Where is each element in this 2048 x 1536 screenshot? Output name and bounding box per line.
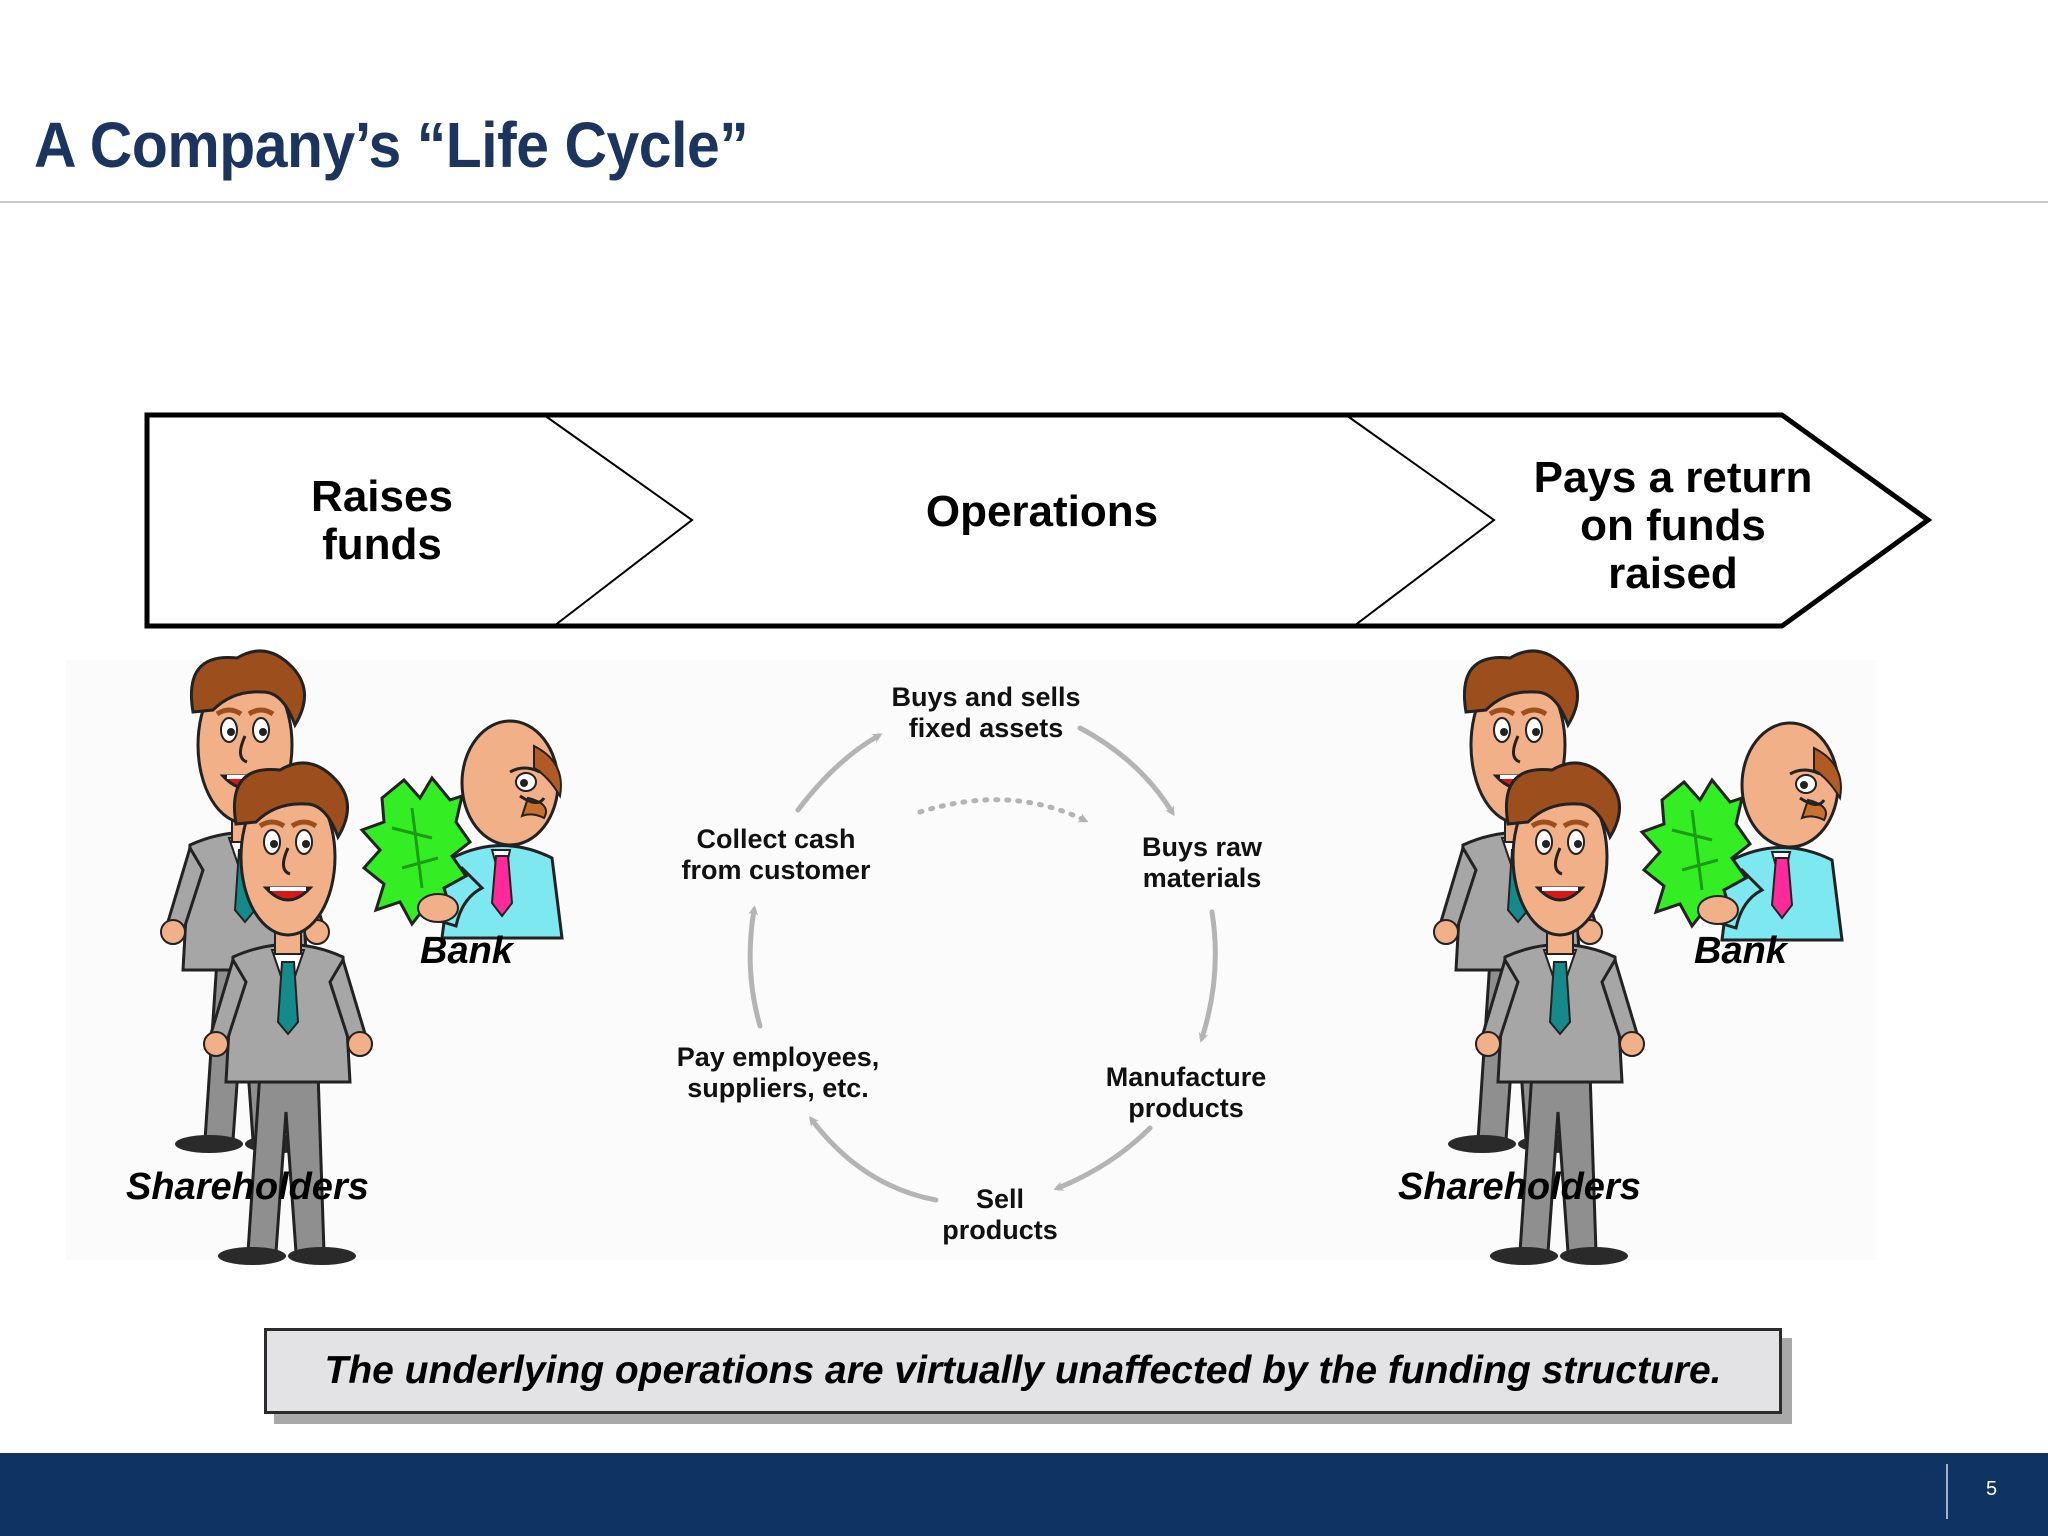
stage-label-line: Raises	[311, 472, 453, 521]
stage-raises-funds: Raises funds	[262, 473, 502, 569]
cycle-item-line: Collect cash	[696, 824, 856, 854]
stage-pays-return: Pays a return on funds raised	[1478, 454, 1868, 598]
cycle-arrow-6	[795, 733, 883, 813]
cycle-item-line: Sell	[975, 1184, 1025, 1214]
cycle-item-line: products	[942, 1215, 1058, 1245]
cycle-item-raw-materials: Buys raw materials	[1100, 832, 1304, 894]
cycle-arrow-5	[747, 905, 763, 1029]
cycle-item-line: Buys and sells	[891, 682, 1081, 712]
cycle-arrow-dotted	[917, 797, 1089, 823]
callout-text: The underlying operations are virtually …	[324, 1349, 1722, 1392]
cycle-item-sell: Sell products	[900, 1184, 1100, 1246]
stage-label-line: Operations	[925, 487, 1159, 536]
cycle-item-pay-employees: Pay employees, suppliers, etc.	[658, 1042, 898, 1104]
title-divider	[0, 201, 2048, 203]
shareholders-label-right: Shareholders	[1398, 1166, 1641, 1208]
bank-label-left: Bank	[420, 930, 513, 972]
stage-label-line: on funds	[1580, 501, 1766, 550]
cycle-item-line: materials	[1142, 863, 1262, 893]
operations-cycle	[747, 725, 1218, 1203]
stage-label-line: funds	[322, 520, 442, 569]
cycle-item-line: Pay employees,	[676, 1042, 880, 1072]
cycle-item-line: suppliers, etc.	[687, 1073, 869, 1103]
cycle-arrow-2	[1198, 909, 1218, 1043]
cycle-item-line: fixed assets	[908, 713, 1064, 743]
stage-operations: Operations	[862, 488, 1222, 536]
cycle-item-manufacture: Manufacture products	[1082, 1062, 1290, 1124]
stage-chevron-bar	[144, 412, 1933, 629]
cycle-item-fixed-assets: Buys and sells fixed assets	[866, 682, 1106, 744]
cycle-arrow-4	[808, 1116, 939, 1203]
bank-illustration-right	[1640, 721, 1844, 942]
bank-illustration-left	[360, 719, 564, 940]
cycle-item-line: products	[1128, 1093, 1244, 1123]
cycle-item-line: Manufacture	[1105, 1062, 1267, 1092]
cycle-arrow-1	[1077, 725, 1175, 817]
cycle-item-collect-cash: Collect cash from customer	[654, 824, 898, 886]
stage-label-line: raised	[1608, 549, 1738, 598]
cycle-arrow-3	[1053, 1125, 1153, 1191]
page-number: 5	[1986, 1478, 1998, 1500]
footer-bar	[0, 1453, 2048, 1536]
cycle-item-line: Buys raw	[1141, 832, 1263, 862]
callout-box: The underlying operations are virtually …	[264, 1328, 1782, 1414]
cycle-item-line: from customer	[681, 855, 871, 885]
stage-label-line: Pays a return	[1533, 453, 1813, 502]
page-title: A Company’s “Life Cycle”	[34, 109, 749, 181]
footer-divider	[1946, 1464, 1948, 1519]
shareholders-label-left: Shareholders	[126, 1166, 369, 1208]
bank-label-right: Bank	[1694, 930, 1787, 972]
